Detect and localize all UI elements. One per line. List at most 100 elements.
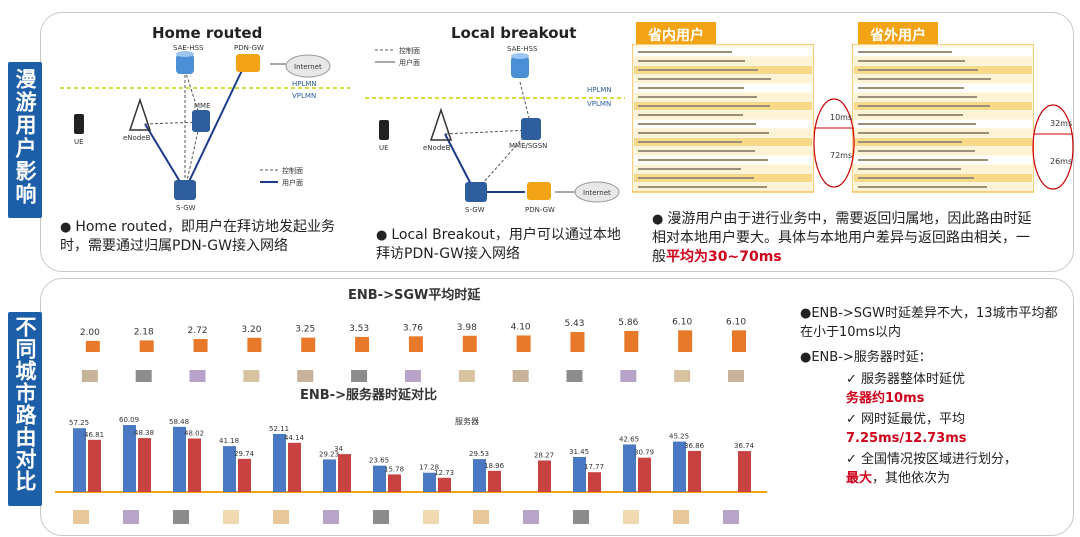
server-bar-value-label: 60.09 (119, 416, 139, 424)
lb-legend-control-plane: 控制面 (399, 46, 420, 55)
obscured-tick-label (135, 370, 152, 382)
sgw-bar-value-label: 3.76 (403, 323, 423, 333)
ue-label: UE (74, 138, 84, 146)
lb-pdn-gw-label: PDN-GW (525, 206, 555, 214)
internet-cloud-icon (285, 54, 331, 78)
sae-hss-icon (176, 51, 194, 74)
city-subnote-1-red: 务器约10ms (846, 391, 925, 406)
server-bar-value-label: 23.65 (369, 457, 389, 465)
server-bar-series-1 (473, 459, 486, 492)
city-note-1: ●ENB->SGW时延差异不大，13城市平均都在小于10ms以内 (800, 306, 1058, 340)
side-label-roaming: 漫游用户影响 (8, 62, 42, 218)
sgw-bar-value-label: 3.20 (241, 325, 261, 335)
server-bar-series-2 (688, 450, 701, 492)
sgw-bar (408, 336, 423, 352)
side-label-city-text: 不同城市路由对比 (13, 316, 37, 492)
city-note-2: ●ENB->服务器时延： (800, 350, 932, 365)
obscured-tick-label (728, 370, 744, 382)
server-bar-value-label: 17.77 (584, 463, 604, 471)
sgw-bar-value-label: 5.86 (618, 318, 638, 328)
server-bar-value-label: 28.27 (534, 451, 554, 459)
sgw-chart-title: ENB->SGW平均时延 (348, 288, 481, 303)
obscured-tick-label (243, 370, 260, 382)
server-bar-series-2 (188, 438, 201, 492)
out-province-annot-1: 32ms (1050, 119, 1072, 128)
enodeb-icon (128, 97, 152, 131)
obscured-tick-label (523, 510, 539, 524)
server-bar-value-label: 29.23 (319, 450, 339, 458)
obscured-tick-label (566, 370, 583, 382)
obscured-tick-label (123, 510, 139, 524)
internet-label: Internet (294, 63, 322, 71)
pdn-gw-icon (236, 54, 260, 72)
side-label-roaming-text: 漫游用户影响 (13, 68, 37, 206)
city-subnote-1-text: 服务器整体时延优 (861, 372, 966, 387)
server-bar-series-1 (123, 425, 136, 492)
city-subnote-3-red: 最大 (846, 471, 873, 486)
server-bar-series-2 (588, 472, 601, 492)
server-bar-series-2 (488, 470, 501, 492)
obscured-tick-label (404, 370, 421, 382)
home-routed-title: Home routed (152, 24, 263, 42)
server-bar-value-label: 44.14 (284, 434, 305, 442)
obscured-tick-label (423, 510, 439, 524)
vplmn-label: VPLMN (292, 92, 316, 100)
server-chart-legend-label: 服务器 (455, 416, 479, 426)
sgw-bar (139, 340, 154, 352)
server-bar-value-label: 48.02 (184, 429, 204, 437)
home-routed-bullet: ●Home routed，即用户在拜访地发起业务时，需要通过归属PDN-GW接入… (60, 219, 336, 254)
mme-label: MME (194, 102, 211, 110)
obscured-tick-label (323, 510, 339, 524)
lb-sgw-icon (465, 182, 487, 202)
server-bar-series-2 (438, 477, 451, 492)
lb-sae-hss-icon (511, 53, 529, 78)
server-bar-series-1 (173, 426, 186, 492)
sgw-bar (678, 330, 693, 352)
sgw-bar (85, 340, 100, 352)
obscured-tick-label (351, 370, 368, 382)
city-subnote-2-text: 网时延最优，平均 (861, 412, 966, 427)
legend-user-plane: 用户面 (282, 178, 303, 187)
out-province-traceroute-table (852, 44, 1034, 193)
obscured-tick-label (73, 510, 89, 524)
server-chart-title: ENB->服务器时延对比 (300, 388, 437, 403)
obscured-tick-label (723, 510, 739, 524)
city-subnote-3-post: ，其他依次为 (872, 471, 951, 486)
in-province-traceroute-table (632, 44, 814, 193)
lb-enodeb-icon (429, 107, 453, 141)
obscured-tick-label (458, 370, 475, 382)
server-bar-series-1 (73, 428, 86, 492)
check-icon: ✓ (846, 412, 862, 427)
sgw-icon (174, 180, 196, 200)
obscured-tick-label (373, 510, 389, 524)
server-bar-series-1 (273, 433, 286, 492)
sgw-bar (193, 339, 208, 352)
obscured-tick-label (473, 510, 489, 524)
sgw-bar (462, 335, 477, 352)
sgw-bar (301, 337, 316, 352)
server-bar-value-label: 29.53 (469, 450, 489, 458)
server-bar-value-label: 17.28 (419, 464, 439, 472)
server-bar-series-2 (88, 439, 101, 492)
in-province-latency-bracket: 10ms 72ms (813, 98, 855, 188)
obscured-tick-label (674, 370, 691, 382)
obscured-tick-label (620, 370, 637, 382)
server-bar-series-2 (238, 458, 251, 492)
server-bar-value-label: 41.18 (219, 437, 239, 445)
lb-mme-label: MME/SGSN (509, 142, 547, 150)
sgw-bar-value-label: 3.25 (295, 325, 315, 335)
legend-control-plane: 控制面 (282, 166, 303, 175)
obscured-tick-label (223, 510, 239, 524)
sgw-bar-value-label: 3.98 (457, 323, 477, 333)
obscured-tick-label (673, 510, 689, 524)
server-bar-series-1 (573, 456, 586, 492)
out-province-annot-2: 26ms (1050, 157, 1072, 166)
sgw-bar (355, 336, 370, 352)
obscured-tick-label (512, 370, 529, 382)
sgw-bar-value-label: 2.00 (80, 328, 100, 338)
server-bar-series-1 (223, 446, 236, 492)
city-subnote-1: ✓ 服务器整体时延优 务器约10ms (846, 370, 1046, 408)
lb-legend-user-plane: 用户面 (399, 58, 420, 67)
check-icon: ✓ (846, 372, 862, 387)
